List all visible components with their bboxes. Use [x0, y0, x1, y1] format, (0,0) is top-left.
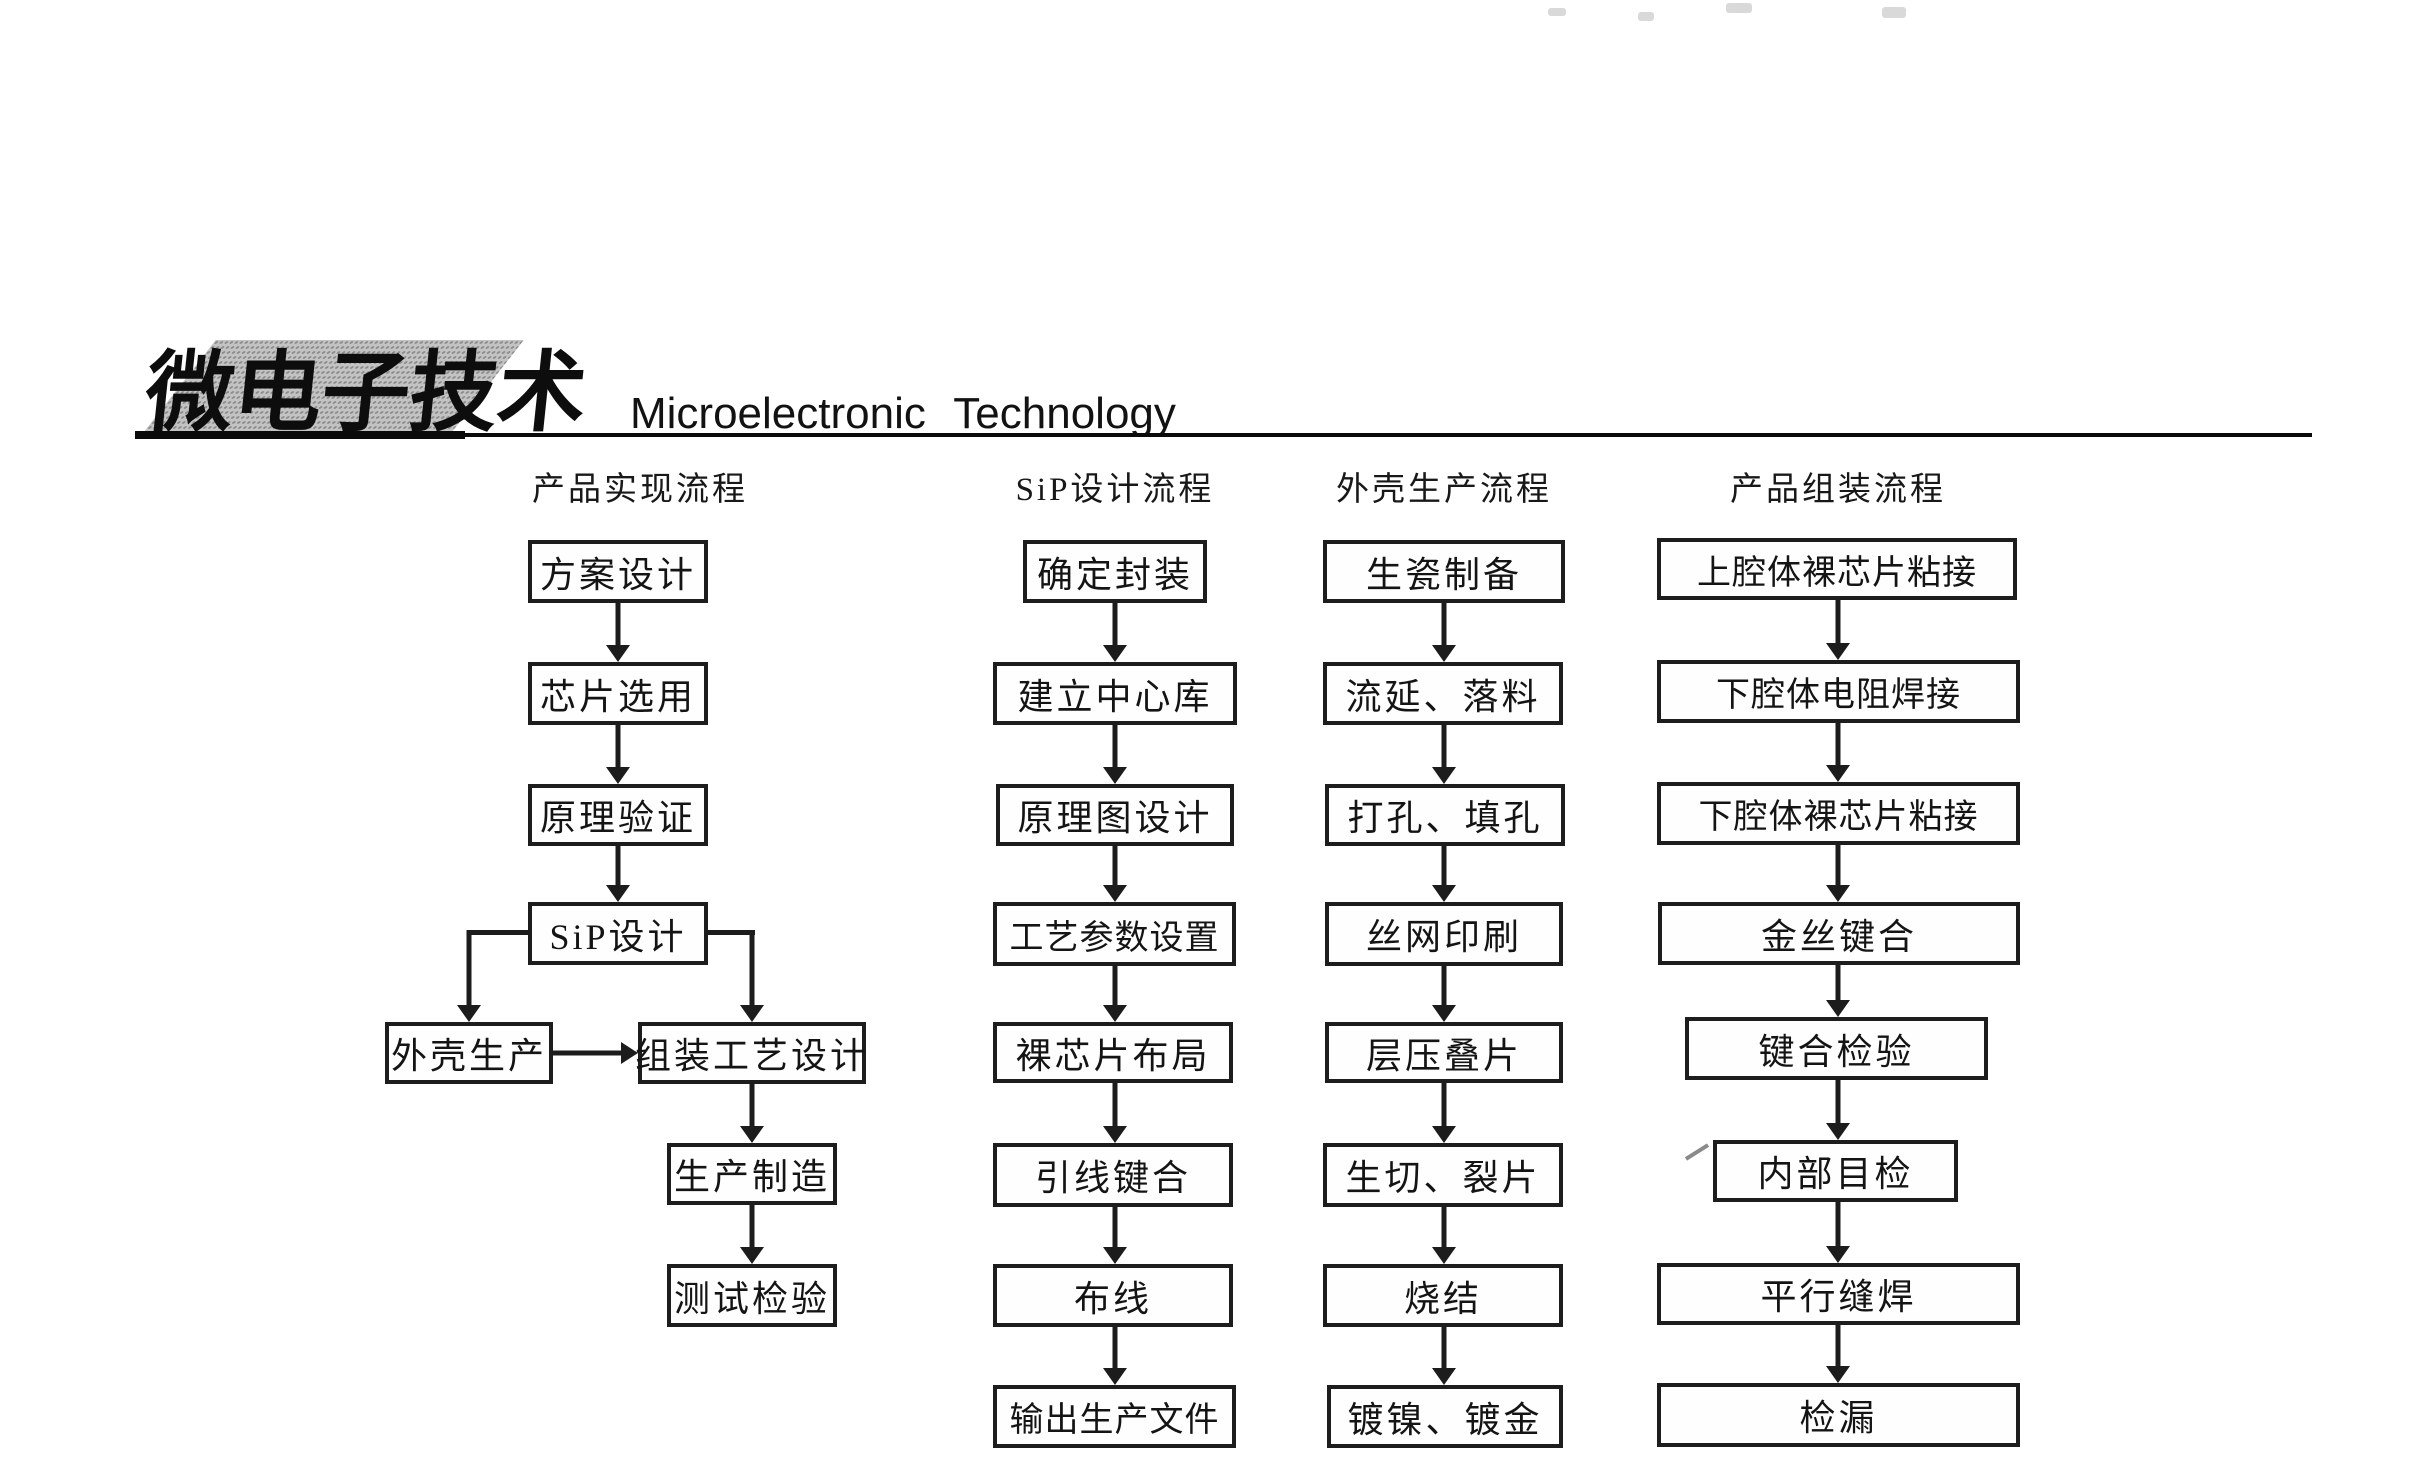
scan-speck [1548, 8, 1566, 16]
flow-2-title: SiP设计流程 [1015, 472, 1215, 508]
flow-3-node-1: 生瓷制备 [1323, 540, 1565, 603]
flow-1-node-5: 外壳生产 [385, 1022, 553, 1084]
arrow-down-connector [1103, 1327, 1127, 1385]
arrow-down-connector [1432, 603, 1456, 662]
flow-2-node-1: 确定封装 [1023, 540, 1207, 603]
flow-1-node-7: 生产制造 [667, 1143, 837, 1205]
arrow-down-connector [1826, 845, 1850, 902]
masthead-rule [135, 433, 2312, 437]
flow-2-node-2: 建立中心库 [993, 662, 1237, 725]
flow-3-node-4: 丝网印刷 [1325, 902, 1563, 966]
arrow-down-connector [740, 1205, 764, 1264]
flow-1-title: 产品实现流程 [532, 472, 748, 508]
flow-3-node-6: 生切、裂片 [1323, 1143, 1563, 1207]
flow-1-node-1: 方案设计 [528, 540, 708, 603]
arrow-right-connector [553, 1040, 638, 1066]
flow-3-title: 外壳生产流程 [1336, 472, 1552, 508]
scan-speck [1638, 12, 1654, 21]
arrow-down-connector [1826, 1080, 1850, 1140]
arrow-down-connector [1103, 603, 1127, 662]
flow-4-node-8: 检漏 [1657, 1383, 2020, 1447]
arrow-down-connector [1103, 1207, 1127, 1264]
flow-3-node-2: 流延、落料 [1323, 662, 1563, 725]
arrow-down-connector [1432, 966, 1456, 1022]
flow-2-node-4: 工艺参数设置 [993, 902, 1236, 966]
arrow-down-connector [1826, 965, 1850, 1017]
journal-title-en: Microelectronic Technology [630, 389, 1176, 438]
arrow-down-connector [1103, 1083, 1127, 1143]
arrow-down-connector [1103, 725, 1127, 784]
scan-speck [1726, 3, 1752, 13]
arrow-down-connector [457, 930, 481, 1022]
flow-1-node-2: 芯片选用 [528, 662, 708, 725]
arrow-down-connector [1432, 846, 1456, 902]
flow-4-node-5: 键合检验 [1685, 1017, 1988, 1080]
arrow-down-connector [1432, 1327, 1456, 1385]
arrow-down-connector [1826, 1202, 1850, 1263]
arrow-down-connector [1826, 723, 1850, 782]
flow-4-node-7: 平行缝焊 [1657, 1263, 2020, 1325]
flow-4-node-1: 上腔体裸芯片粘接 [1657, 538, 2017, 600]
arrow-down-connector [1103, 846, 1127, 902]
flow-2-node-3: 原理图设计 [996, 784, 1234, 846]
flow-3-node-7: 烧结 [1323, 1264, 1563, 1327]
flow-1-node-6: 组装工艺设计 [635, 1022, 866, 1084]
flow-1-node-8: 测试检验 [667, 1264, 837, 1327]
arrow-down-connector [1826, 1325, 1850, 1383]
arrow-down-connector [1432, 1083, 1456, 1143]
arrow-down-connector [606, 725, 630, 784]
flow-1-node-3: 原理验证 [528, 784, 708, 846]
branch-line-left [467, 930, 530, 935]
arrow-down-connector [1432, 725, 1456, 784]
flow-4-title: 产品组装流程 [1730, 472, 1946, 508]
arrow-down-connector [606, 603, 630, 662]
flow-3-node-8: 镀镍、镀金 [1327, 1385, 1563, 1448]
flow-3-node-5: 层压叠片 [1325, 1022, 1563, 1083]
scan-speck [1882, 7, 1906, 18]
scan-slash-mark [1684, 1143, 1710, 1161]
flow-4-node-3: 下腔体裸芯片粘接 [1657, 782, 2020, 845]
flow-4-node-2: 下腔体电阻焊接 [1657, 660, 2020, 723]
arrow-down-connector [1103, 966, 1127, 1022]
arrow-down-connector [740, 930, 764, 1022]
flow-1-node-4: SiP设计 [528, 902, 708, 965]
flow-2-node-8: 输出生产文件 [993, 1385, 1236, 1448]
flow-2-node-6: 引线键合 [993, 1143, 1233, 1207]
arrow-down-connector [1826, 600, 1850, 660]
flow-2-node-7: 布线 [993, 1264, 1233, 1327]
flow-3-node-3: 打孔、填孔 [1325, 784, 1565, 846]
arrow-down-connector [1432, 1207, 1456, 1264]
arrow-down-connector [740, 1084, 764, 1143]
arrow-down-connector [606, 845, 630, 902]
flow-2-node-5: 裸芯片布局 [993, 1022, 1233, 1083]
flow-4-node-6: 内部目检 [1713, 1140, 1958, 1202]
flow-4-node-4: 金丝键合 [1658, 902, 2020, 965]
branch-line-right [706, 930, 755, 935]
journal-title-cn: 微电子技术 [140, 341, 592, 444]
